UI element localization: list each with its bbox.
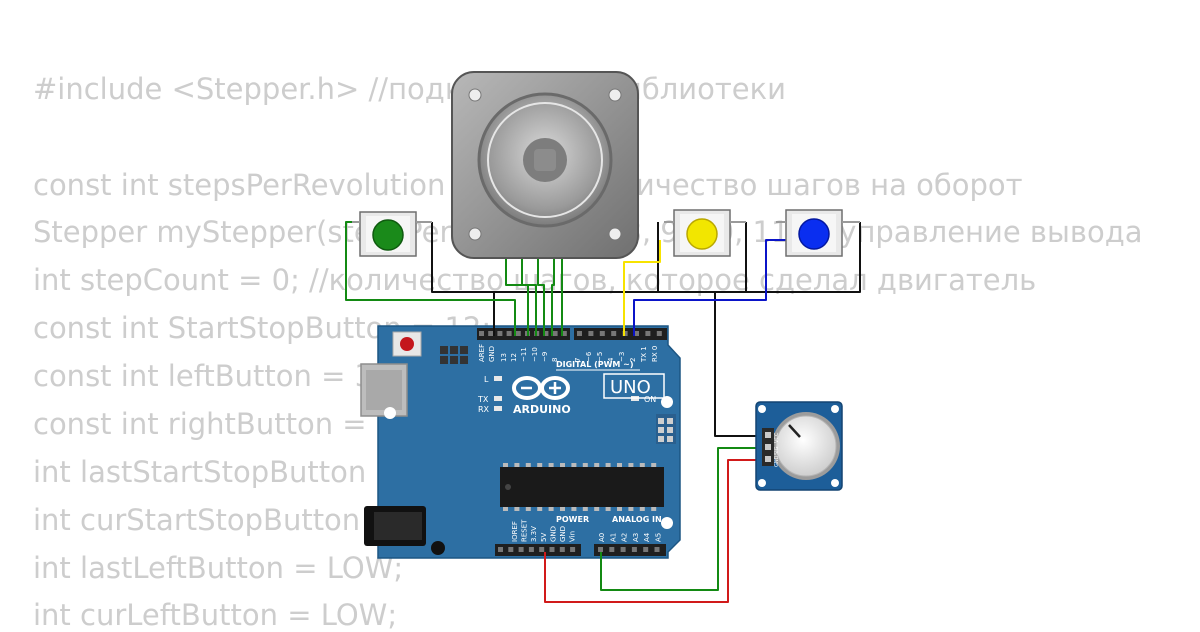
right-button[interactable] (785, 209, 843, 257)
digital-pin-label: AREF (478, 344, 486, 362)
analog-pin-label: A2 (621, 533, 629, 542)
pot-pin-label: GND (774, 455, 780, 467)
digital-pin-label: TX 1 (640, 346, 648, 363)
led-l (494, 376, 502, 381)
digital-pin-label: 2 (629, 358, 637, 362)
wire-pot-vcc (544, 459, 764, 603)
digital-pin-label: RX 0 (651, 346, 659, 362)
led-l-label: L (484, 375, 489, 384)
analog-pin-label: A3 (632, 533, 640, 542)
digital-pin-label: ~5 (596, 352, 604, 362)
analog-pin-label: A4 (643, 532, 651, 542)
led-on-label: ON (644, 395, 656, 404)
digital-pin-label: ~10 (531, 347, 539, 362)
code-line: int curLeftButton = LOW; (33, 598, 398, 632)
analog-pin-label: A5 (655, 533, 663, 542)
left-button[interactable] (673, 209, 731, 257)
wire-left-button (623, 240, 661, 336)
analog-header-label: ANALOG IN (612, 515, 662, 524)
analog-pin-label: A1 (609, 533, 617, 542)
digital-pin-label: ~6 (585, 351, 593, 362)
pot-pin-label: VCC (774, 432, 780, 443)
power-pin-label: GND (559, 526, 567, 542)
code-line: int lastLeftButton = LOW; (33, 551, 404, 585)
knob-pointer (788, 424, 801, 438)
pot-pin-label: SIG (774, 446, 780, 455)
power-pin-label: RESET (521, 519, 529, 542)
digital-pin-label: 8 (551, 358, 559, 362)
digital-header-label: DIGITAL (PWM ~) (556, 360, 634, 369)
stepper-motor[interactable] (451, 71, 639, 259)
digital-pin-label: 7 (574, 358, 582, 362)
digital-pin-label: 13 (500, 353, 508, 362)
digital-pin-label: ~3 (618, 352, 626, 362)
power-pin-label: GND (549, 526, 557, 542)
start-stop-button[interactable] (359, 211, 417, 257)
arduino-logo (512, 376, 570, 400)
led-tx-label: TX (477, 395, 489, 404)
wire-pot-signal (600, 447, 764, 591)
led-rx-label: RX (478, 405, 490, 414)
power-pin-label: IOREF (511, 521, 519, 542)
digital-pin-label: 12 (510, 353, 518, 362)
code-line: #include <Stepper.h> //подключение библи… (33, 72, 786, 106)
digital-pin-label: GND (488, 346, 496, 362)
digital-pin-label: 4 (607, 357, 615, 362)
digital-pin-label: ~11 (520, 347, 528, 362)
microcontroller-chip (500, 467, 664, 507)
analog-pin-label: A0 (598, 533, 606, 542)
digital-pin-label: ~9 (541, 352, 549, 362)
power-header-label: POWER (556, 515, 589, 524)
power-header (495, 544, 581, 556)
model-label: UNO (610, 377, 651, 398)
wire-pot-gnd (714, 292, 764, 437)
code-line: const int leftButton = 3; (33, 359, 383, 393)
power-pin-label: 3.3V (530, 526, 538, 542)
led-tx (494, 396, 502, 401)
wire-gnd-bus (431, 222, 861, 293)
power-pin-label: Vin (569, 531, 577, 542)
led-rx (494, 406, 502, 411)
code-line: const int rightButton = 2; (33, 407, 405, 441)
wire-right-button (633, 239, 786, 336)
digital-header-right (574, 328, 667, 340)
brand-label: ARDUINO (513, 403, 571, 416)
power-pin-label: 5V (540, 533, 548, 542)
